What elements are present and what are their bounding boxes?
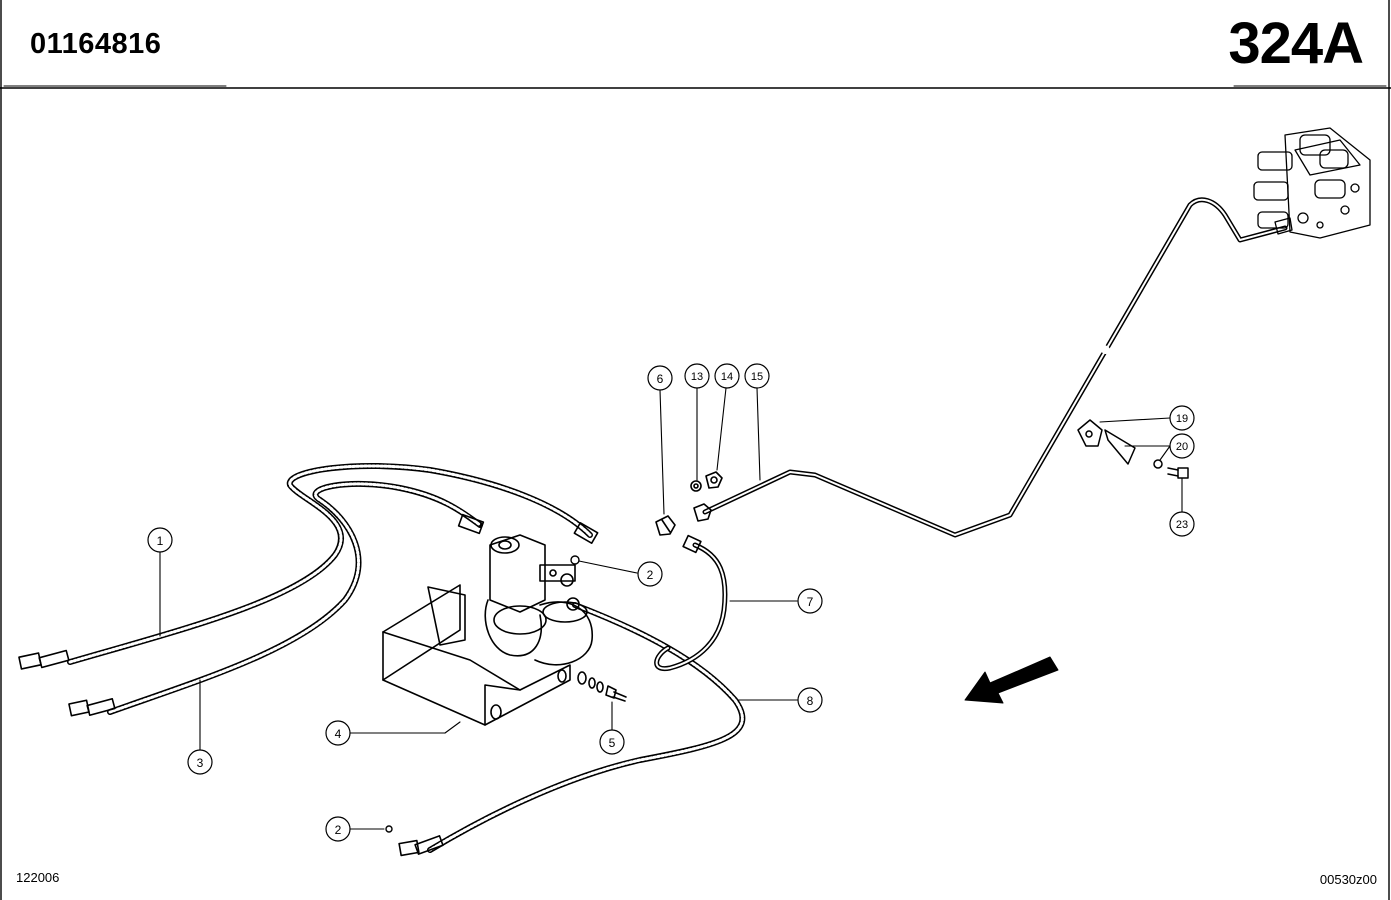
hose-3 <box>68 480 485 717</box>
bolt-23 <box>1167 467 1189 479</box>
callout-7: 7 <box>797 588 823 614</box>
footer-left-code: 122006 <box>16 870 60 885</box>
hose-1 <box>18 463 599 670</box>
callout-19: 19 <box>1169 405 1195 431</box>
svg-text:2: 2 <box>647 568 654 582</box>
callout-2-lower: 2 <box>325 816 351 842</box>
control-valve-block <box>1253 127 1371 239</box>
svg-text:14: 14 <box>721 371 733 383</box>
callout-3: 3 <box>187 749 213 775</box>
callout-13: 13 <box>684 363 710 389</box>
svg-text:15: 15 <box>751 371 763 383</box>
svg-text:4: 4 <box>335 727 342 741</box>
pipe-15 <box>702 197 1288 538</box>
callout-8: 8 <box>797 687 823 713</box>
svg-text:5: 5 <box>609 736 616 750</box>
callout-1: 1 <box>147 527 173 553</box>
o-ring-2 <box>385 555 580 833</box>
pipe-7 <box>654 534 728 672</box>
svg-text:7: 7 <box>807 595 814 609</box>
direction-arrow <box>964 656 1059 704</box>
callout-23: 23 <box>1169 511 1195 537</box>
callout-6: 6 <box>647 365 673 391</box>
svg-text:1: 1 <box>157 534 164 548</box>
fitting-15-nut <box>693 503 712 522</box>
svg-text:2: 2 <box>335 823 342 837</box>
svg-text:23: 23 <box>1176 519 1188 531</box>
callout-4: 4 <box>325 720 351 746</box>
callout-15: 15 <box>744 363 770 389</box>
callout-2-upper: 2 <box>637 561 663 587</box>
callout-14: 14 <box>714 363 740 389</box>
leader-lines <box>159 387 1183 830</box>
svg-text:19: 19 <box>1176 413 1188 425</box>
part-number: 01164816 <box>30 28 162 60</box>
bracket-20 <box>1104 429 1163 469</box>
pump-body <box>484 534 593 666</box>
svg-text:8: 8 <box>807 694 814 708</box>
footer-right-code: 00530z00 <box>1319 872 1377 887</box>
bracket-4 <box>382 584 571 726</box>
svg-text:3: 3 <box>197 756 204 770</box>
bolt-5 <box>577 671 627 702</box>
svg-text:13: 13 <box>691 371 703 383</box>
callout-5: 5 <box>599 729 625 755</box>
clamp-19 <box>1077 419 1103 447</box>
fitting-6 <box>655 515 676 536</box>
svg-text:6: 6 <box>657 372 664 386</box>
fitting-13 <box>690 480 702 492</box>
page-code: 324A <box>1228 11 1364 76</box>
svg-text:20: 20 <box>1176 441 1188 453</box>
fitting-14 <box>705 471 723 489</box>
callout-20: 20 <box>1169 433 1195 459</box>
